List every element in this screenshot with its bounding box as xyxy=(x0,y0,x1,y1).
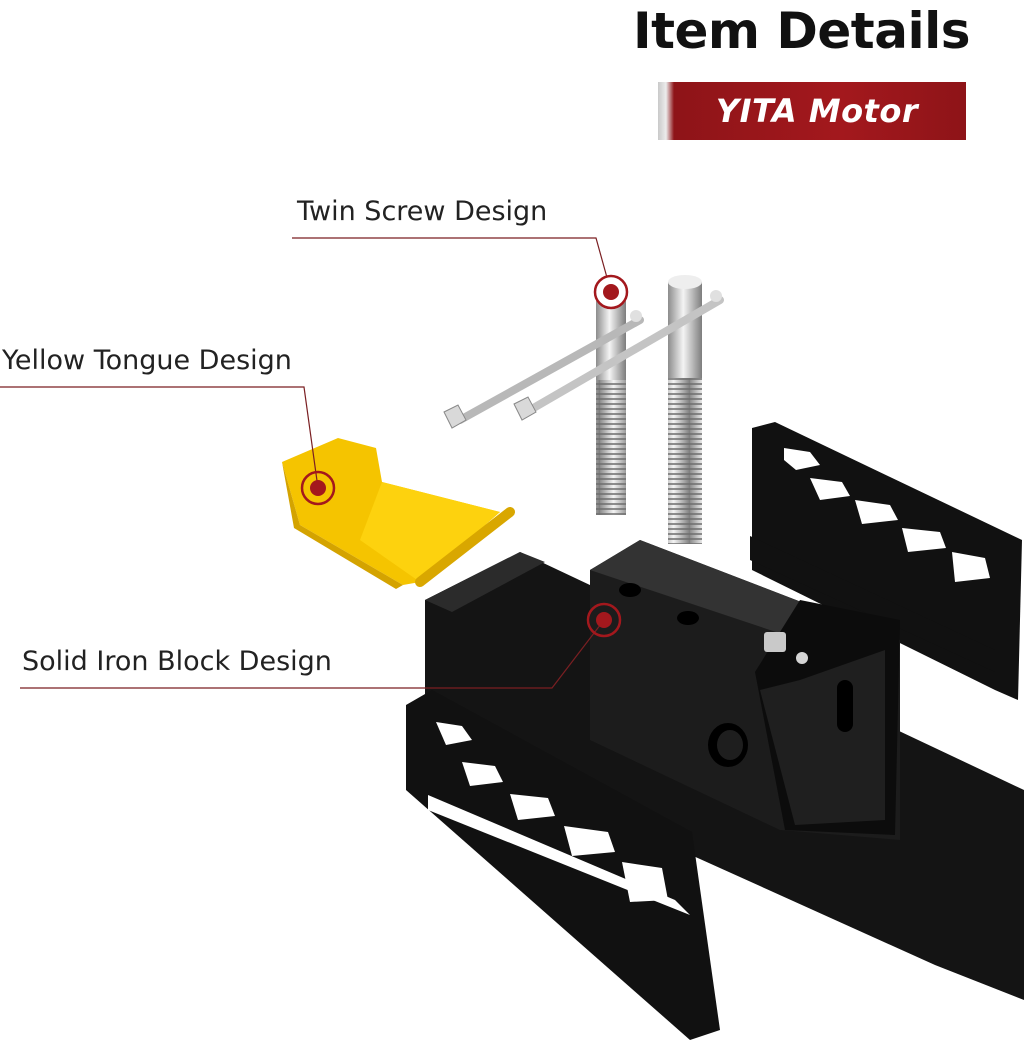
yellow-tongue xyxy=(282,438,515,589)
callout-label-iron-block: Solid Iron Block Design xyxy=(22,646,332,677)
callout-marker-iron-block xyxy=(586,602,622,638)
brand-logo-text: YITA Motor xyxy=(715,92,919,130)
callout-marker-tongue xyxy=(300,470,336,506)
callout-marker-screw xyxy=(593,274,629,310)
front-side-plate xyxy=(406,690,720,1040)
page-title: Item Details xyxy=(632,2,971,60)
callout-label-yellow-tongue: Yellow Tongue Design xyxy=(2,345,292,376)
iron-block-receiver xyxy=(425,540,1024,1000)
callout-lines xyxy=(0,237,612,689)
brand-logo: YITA Motor xyxy=(658,82,966,140)
twin-screws xyxy=(443,275,724,544)
callout-label-twin-screw: Twin Screw Design xyxy=(297,196,548,227)
rear-side-plate xyxy=(750,422,1022,700)
